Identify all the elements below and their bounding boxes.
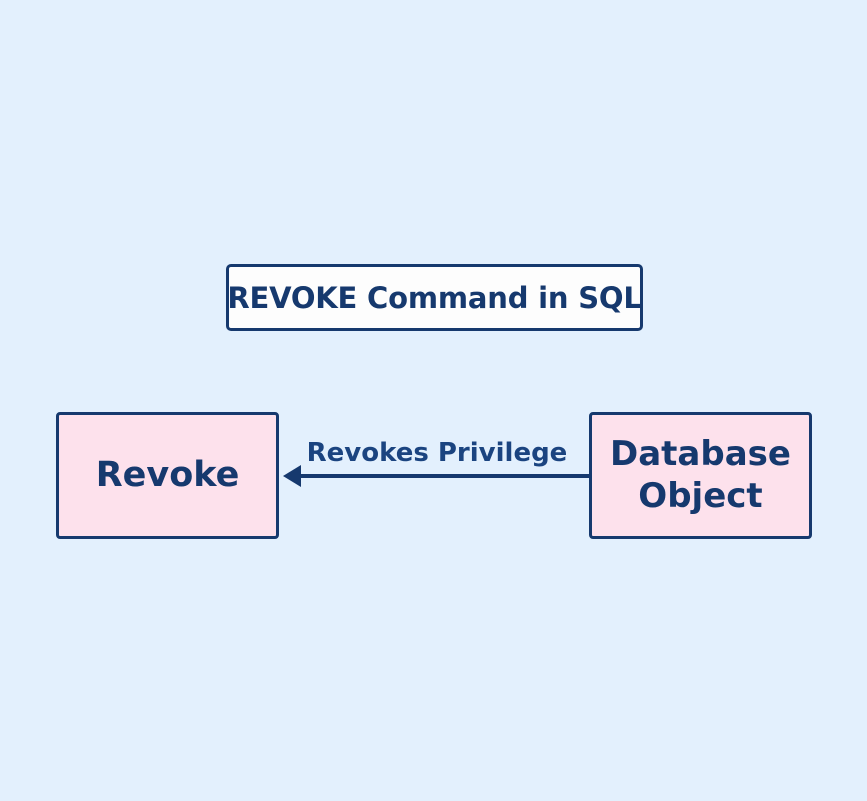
node-revoke[interactable]: Revoke: [56, 412, 279, 539]
diagram-title-box: REVOKE Command in SQL: [226, 264, 643, 331]
node-database-object-label-line-1: Database: [610, 434, 791, 475]
page-title: REVOKE Command in SQL: [227, 280, 642, 315]
node-database-object-label: Database Object: [610, 434, 791, 517]
node-revoke-label: Revoke: [95, 455, 240, 496]
arrowhead-icon: [283, 465, 301, 487]
node-database-object-label-line-2: Object: [638, 475, 763, 516]
edge-arrow-revokes-privilege: [283, 465, 589, 487]
edge-label-revokes-privilege: Revokes Privilege: [306, 438, 568, 468]
node-database-object[interactable]: Database Object: [589, 412, 812, 539]
